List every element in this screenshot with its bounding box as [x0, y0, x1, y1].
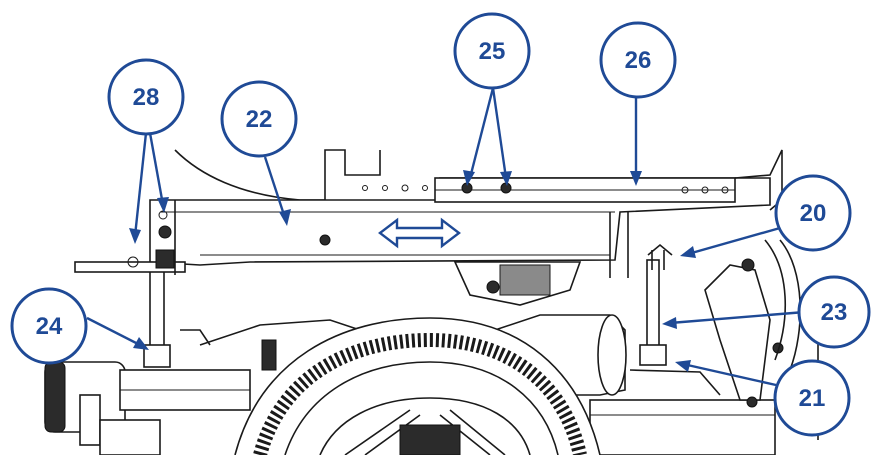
- seat-rail: [149, 149, 783, 278]
- callout-28: 28: [107, 58, 185, 136]
- lower-left-assembly: [44, 319, 361, 455]
- callout-28-label: 28: [133, 84, 160, 111]
- callout-25: 25: [453, 12, 531, 90]
- callout-24-label: 24: [36, 313, 63, 340]
- callout-26-label: 26: [625, 47, 652, 74]
- callout-22-label: 22: [246, 106, 273, 133]
- upper-body-panel: [174, 149, 381, 201]
- actuator: [453, 261, 582, 306]
- callout-20: 20: [774, 174, 852, 252]
- callout-24: 24: [10, 287, 88, 365]
- callout-21: 21: [773, 359, 851, 437]
- callout-23: 23: [797, 275, 871, 349]
- tire: [234, 317, 601, 455]
- callout-25-label: 25: [479, 38, 506, 65]
- callout-20-label: 20: [800, 200, 827, 227]
- leader-lines: [86, 87, 806, 387]
- callout-26: 26: [599, 21, 677, 99]
- callout-21-label: 21: [799, 385, 826, 412]
- right-post: [639, 243, 673, 366]
- double-headed-arrow-icon: [378, 217, 461, 249]
- callout-23-label: 23: [821, 299, 848, 326]
- callout-22: 22: [220, 80, 298, 158]
- left-post: [74, 200, 186, 368]
